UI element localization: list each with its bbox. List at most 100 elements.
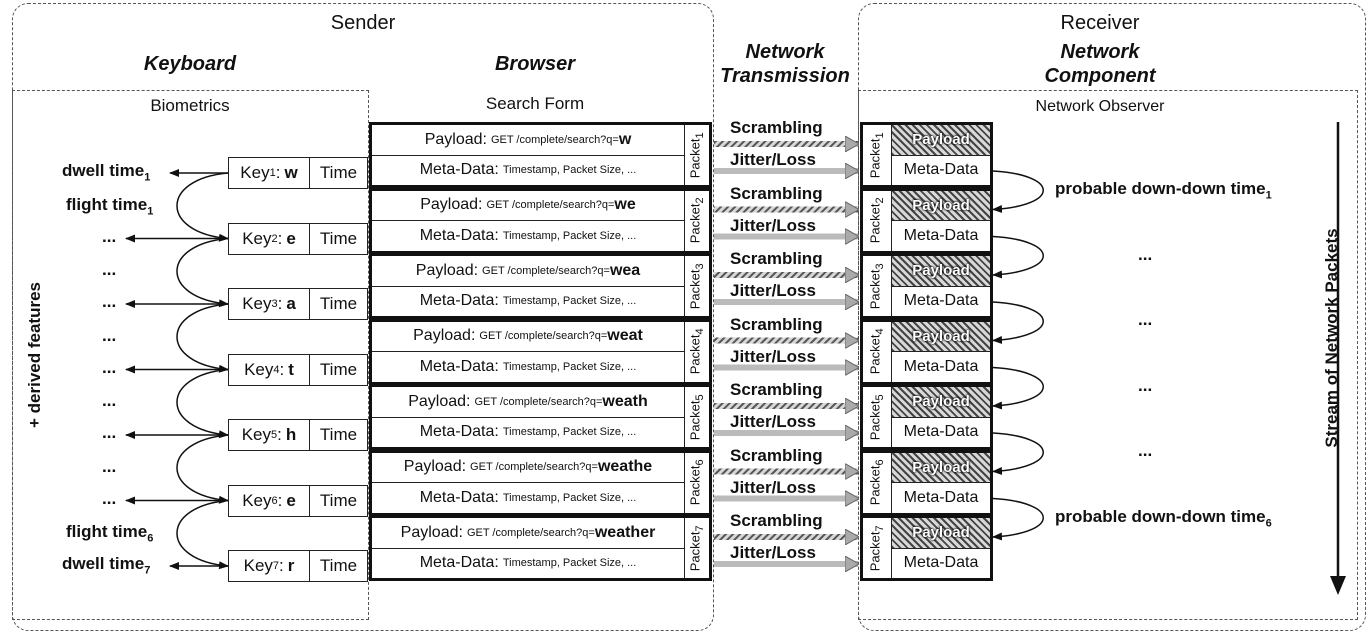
payload-query: wea xyxy=(609,261,641,279)
received-meta: Meta-Data xyxy=(903,292,979,310)
search-form-title: Search Form xyxy=(485,94,585,113)
meta-label: Meta-Data: xyxy=(419,292,499,310)
payload-url: GET /complete/search?q= xyxy=(490,133,619,146)
packet-id-text: Packet xyxy=(687,334,703,375)
received-meta: Meta-Data xyxy=(903,161,979,179)
packet-id-cell: Packet3 xyxy=(684,256,709,316)
received-packet-id: Packet4 xyxy=(868,329,887,375)
dwell-label-subscript: 1 xyxy=(144,171,151,184)
received-packet-id: Packet7 xyxy=(868,525,887,571)
receiver-dots: ... xyxy=(1138,441,1153,461)
scrambling-label: Scrambling xyxy=(730,445,823,465)
packet-id-cell: Packet2 xyxy=(684,190,709,251)
payload-row: Payload:GET /complete/search?q=w xyxy=(372,125,684,156)
key-label-text: Key xyxy=(242,294,272,313)
dwell-label-subscript: 7 xyxy=(144,564,151,577)
received-packet-id-cell: Packet2 xyxy=(863,190,892,251)
meta-detail: Timestamp, Packet Size, ... xyxy=(502,164,637,177)
key-label-text: Key xyxy=(242,228,272,248)
flight-label: ... xyxy=(102,260,116,280)
receiver-dots: ... xyxy=(1138,375,1153,395)
payload-url: GET /complete/search?q= xyxy=(479,330,608,343)
key-separator: : xyxy=(279,359,285,379)
jitter-loss-label: Jitter/Loss xyxy=(730,477,816,497)
meta-label: Meta-Data: xyxy=(419,554,499,572)
scrambling-label: Scrambling xyxy=(730,511,823,530)
dwell-label: dwell time1 xyxy=(62,161,150,183)
payload-label: Payload: xyxy=(413,327,476,345)
packet-id-text: Packet xyxy=(687,400,703,440)
packet-id-subscript: 6 xyxy=(694,459,707,466)
key-label-subscript: 3 xyxy=(271,298,278,310)
scrambling-label: Scrambling xyxy=(730,380,823,399)
jitter-loss-label: Jitter/Loss xyxy=(730,215,816,235)
key-label-text: Key xyxy=(244,359,274,379)
dwell-label: dwell time7 xyxy=(62,554,150,576)
payload-label: Payload: xyxy=(400,523,463,541)
packet-id-subscript: 5 xyxy=(694,394,707,401)
network-transmission-title: Network Transmission xyxy=(720,41,850,87)
meta-detail: Timestamp, Packet Size, ... xyxy=(502,360,637,373)
key-char: e xyxy=(286,228,296,248)
received-packet-id-text: Packet xyxy=(867,203,883,244)
packet-id-cell: Packet4 xyxy=(684,321,709,382)
packet-id-cell: Packet1 xyxy=(684,125,709,185)
payload-query: weathe xyxy=(597,458,653,476)
browser-title: Browser xyxy=(494,53,576,75)
payload-label: Payload: xyxy=(420,196,483,214)
packet-id-text: Packet xyxy=(687,269,703,309)
received-packet-id-subscript: 7 xyxy=(874,525,887,532)
payload-url: GET /complete/search?q= xyxy=(474,395,603,408)
key-separator: : xyxy=(277,228,283,248)
keyboard-title: Keyboard xyxy=(143,53,237,75)
received-packet-id-subscript: 1 xyxy=(874,132,887,139)
down-down-curve xyxy=(992,432,1044,475)
meta-detail: Timestamp, Packet Size, ... xyxy=(502,426,637,439)
meta-row: Meta-Data:Timestamp, Packet Size, ... xyxy=(372,352,684,382)
biometrics-title: Biometrics xyxy=(150,96,230,115)
received-meta: Meta-Data xyxy=(903,423,979,441)
payload-url: GET /complete/search?q= xyxy=(486,199,615,212)
flight-curve xyxy=(176,237,229,308)
received-packet-id-subscript: 4 xyxy=(874,328,887,335)
flight-label-text: ... xyxy=(102,456,117,476)
dwell-label-text: ... xyxy=(102,292,117,311)
key-label-subscript: 1 xyxy=(269,167,276,179)
payload-url: GET /complete/search?q= xyxy=(466,526,595,539)
key-label-text: Key xyxy=(240,163,270,182)
key-char: w xyxy=(284,163,298,182)
flight-curve xyxy=(176,434,229,504)
down-down-curve xyxy=(992,497,1044,541)
payload-query: we xyxy=(614,196,636,214)
dwell-label-text: ... xyxy=(102,423,117,442)
key-char: t xyxy=(288,359,294,379)
received-packet-id-subscript: 5 xyxy=(874,394,887,401)
flight-label: ... xyxy=(102,326,116,346)
packet-id: Packet3 xyxy=(688,263,707,309)
key-label-subscript: 4 xyxy=(273,363,280,376)
key-label-subscript: 7 xyxy=(272,560,280,572)
jitter-loss-label: Jitter/Loss xyxy=(730,281,816,300)
receiver-dots: ... xyxy=(1138,244,1153,264)
received-payload: Payload xyxy=(892,190,990,221)
received-packet-id-cell: Packet7 xyxy=(863,518,892,578)
